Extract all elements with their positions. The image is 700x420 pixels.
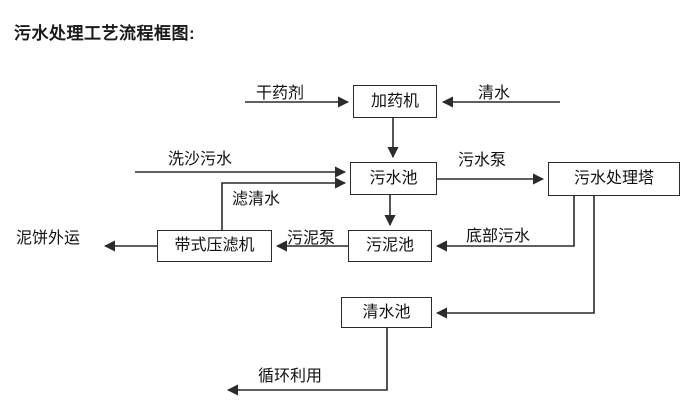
node-label: 污水池 — [369, 169, 418, 187]
node-label: 污水处理塔 — [573, 170, 654, 187]
page-title: 污水处理工艺流程框图: — [14, 24, 196, 43]
edge-tower-to-clear-water-pool — [435, 196, 595, 319]
edge-tower-to-sludge-pool — [435, 196, 575, 252]
node-treatment-tower[interactable]: 污水处理塔 — [548, 162, 680, 196]
node-label: 带式压滤机 — [174, 237, 255, 254]
terminal-label-mud-cake-out: 泥饼外运 — [16, 230, 81, 247]
edge-label-bottom-sewage: 底部污水 — [466, 228, 531, 245]
edge-label-recycle-use: 循环利用 — [258, 368, 323, 385]
edge-belt-filter-to-sewage-pool — [221, 177, 347, 230]
node-clear-water-pool[interactable]: 清水池 — [341, 297, 432, 328]
terminal-label-clean-water: 清水 — [478, 85, 511, 102]
edge-label-sludge-pump: 污泥泵 — [287, 230, 336, 247]
edge-clear-water-pool-to-recycle — [226, 328, 388, 396]
node-sewage-pool[interactable]: 污水池 — [350, 162, 437, 195]
node-dosing-machine[interactable]: 加药机 — [353, 85, 437, 118]
node-label: 污泥池 — [365, 237, 414, 254]
node-label: 加药机 — [370, 92, 419, 110]
edge-label-filtered-water: 滤清水 — [232, 191, 281, 208]
node-sludge-pool[interactable]: 污泥池 — [348, 230, 432, 262]
terminal-label-dry-reagent: 干药剂 — [256, 85, 305, 102]
edge-label-sewage-pump: 污水泵 — [458, 152, 507, 169]
node-belt-filter-press[interactable]: 带式压滤机 — [157, 230, 272, 262]
node-label: 清水池 — [362, 303, 411, 321]
terminal-label-sand-washing-sewage: 洗沙污水 — [168, 151, 233, 168]
